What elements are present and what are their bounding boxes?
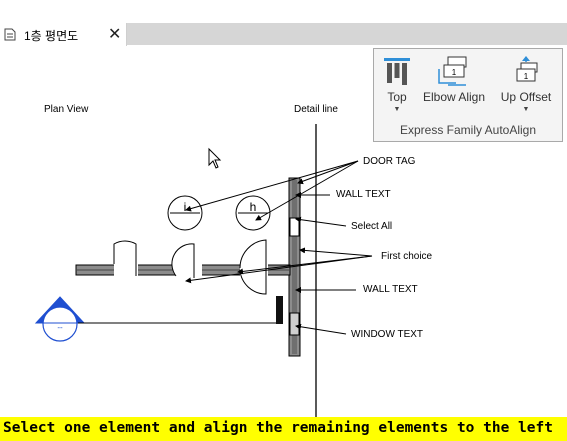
annotation-select-all: Select All <box>351 221 393 232</box>
plan-view-label: Plan View <box>44 104 89 115</box>
drawing-canvas[interactable]: i h -- <box>0 46 567 417</box>
elbow-align-button[interactable]: 1 Elbow Align <box>418 53 490 119</box>
door-tag-label: i <box>184 200 187 214</box>
up-offset-icon-text: 1 <box>524 72 529 81</box>
title-bar <box>0 0 567 23</box>
door[interactable] <box>113 240 138 276</box>
up-offset-icon: 1 <box>516 56 538 82</box>
dropdown-arrow-icon[interactable]: ▼ <box>393 106 401 113</box>
door[interactable] <box>239 239 268 295</box>
top-align-label: Top <box>387 90 407 104</box>
elbow-align-icon-text: 1 <box>452 68 457 77</box>
tab-strip <box>0 23 567 45</box>
door-tag[interactable]: i <box>167 195 203 231</box>
mouse-cursor-icon <box>208 147 222 169</box>
annotation-wall-text: WALL TEXT <box>336 189 391 200</box>
annotation-window-text: WINDOW TEXT <box>351 329 424 340</box>
up-offset-label: Up Offset <box>500 90 552 104</box>
tab-label: 1층 평면도 <box>24 29 79 43</box>
annotation-door-tag: DOOR TAG <box>363 156 416 167</box>
elbow-align-label: Elbow Align <box>422 90 486 104</box>
annotation-first-choice: First choice <box>381 251 433 262</box>
status-bar: Select one element and align the remaini… <box>0 417 567 441</box>
elbow-align-icon: 1 <box>438 56 467 86</box>
window-element[interactable] <box>276 296 283 324</box>
dropdown-arrow-icon[interactable]: ▼ <box>522 106 530 113</box>
annotation-wall-text: WALL TEXT <box>363 284 418 295</box>
door-tag[interactable]: h <box>235 195 271 231</box>
section-marker-label: -- <box>57 323 63 332</box>
view-tab[interactable]: 1층 평면도 ✕ <box>0 23 127 46</box>
close-icon[interactable]: ✕ <box>108 26 122 43</box>
top-align-button[interactable]: Top ▼ <box>380 53 414 119</box>
door-tag-label: h <box>250 200 257 214</box>
up-offset-button[interactable]: 1 Up Offset ▼ <box>496 53 556 119</box>
express-family-autoalign-panel: Top ▼ 1 Elbow Align 1 Up Offset ▼ Expres… <box>373 48 563 142</box>
leader-lines <box>185 160 373 335</box>
door[interactable] <box>171 243 202 278</box>
detail-line-label: Detail line <box>294 104 338 115</box>
top-align-icon <box>384 58 410 85</box>
panel-title: Express Family AutoAlign <box>399 123 537 137</box>
section-marker[interactable]: -- <box>34 296 86 342</box>
floor-plan-icon <box>4 28 16 41</box>
